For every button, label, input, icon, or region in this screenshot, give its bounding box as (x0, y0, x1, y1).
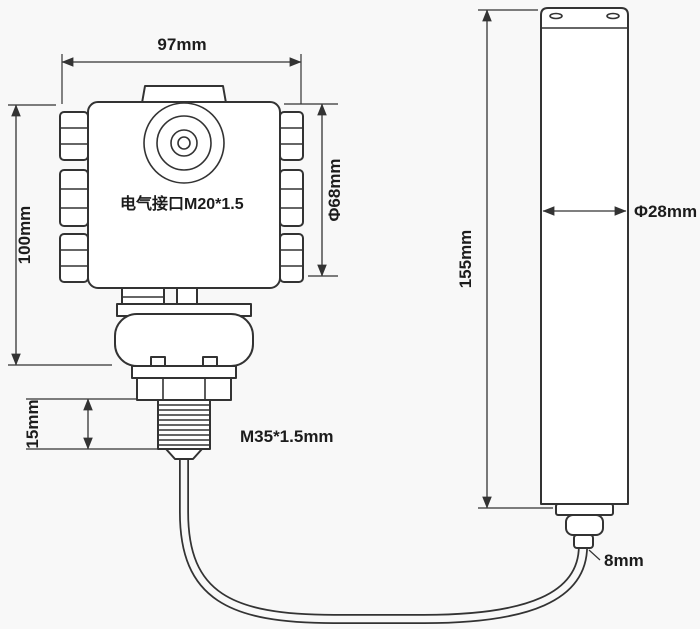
right-fins (279, 111, 304, 283)
probe-cap-hole-left (549, 12, 563, 20)
dim-housing-diameter: Φ68mm (284, 103, 344, 277)
bolt-left (150, 356, 166, 367)
flange-plate (131, 365, 237, 379)
probe-step-1 (555, 503, 614, 516)
connection-cable (179, 459, 588, 624)
dim-thread-length: 15mm (23, 398, 158, 450)
label-thread-spec: M35*1.5mm (240, 427, 334, 446)
sensor-dome (114, 313, 254, 367)
electrical-port-collar (141, 85, 227, 104)
probe-cap-hole-right (606, 12, 620, 20)
thread-section (157, 399, 211, 450)
display-boss-ring (156, 115, 212, 171)
hex-nut (136, 377, 232, 401)
dim-cable-diameter: 8mm (588, 549, 644, 570)
dim-label-housing-diameter: Φ68mm (325, 158, 344, 221)
dim-label-probe-diameter: Φ28mm (634, 202, 697, 221)
dim-label-thread-length: 15mm (23, 399, 42, 448)
left-fins (59, 111, 89, 283)
probe-body (540, 7, 629, 505)
display-boss-outer (143, 102, 225, 184)
display-boss-inner (170, 129, 198, 157)
cable-taper (165, 448, 203, 460)
probe-step-2 (565, 514, 604, 536)
label-electrical-port: 电气接口M20*1.5 (120, 194, 244, 213)
dim-label-housing-width: 97mm (157, 35, 206, 54)
level-probe (540, 7, 629, 549)
probe-cable-gland (573, 534, 594, 549)
bolt-right (202, 356, 218, 367)
transmitter-housing (59, 85, 304, 460)
dim-label-housing-height: 100mm (15, 206, 34, 265)
dim-label-cable-diameter: 8mm (604, 551, 644, 570)
dim-housing-width: 97mm (61, 35, 302, 104)
dim-probe-diameter: Φ28mm (542, 202, 697, 221)
display-boss-center (177, 136, 191, 150)
dim-probe-length: 155mm (456, 9, 553, 509)
dim-label-probe-length: 155mm (456, 230, 475, 289)
dim-housing-height: 100mm (8, 104, 112, 366)
mounting-bracket (116, 287, 252, 317)
